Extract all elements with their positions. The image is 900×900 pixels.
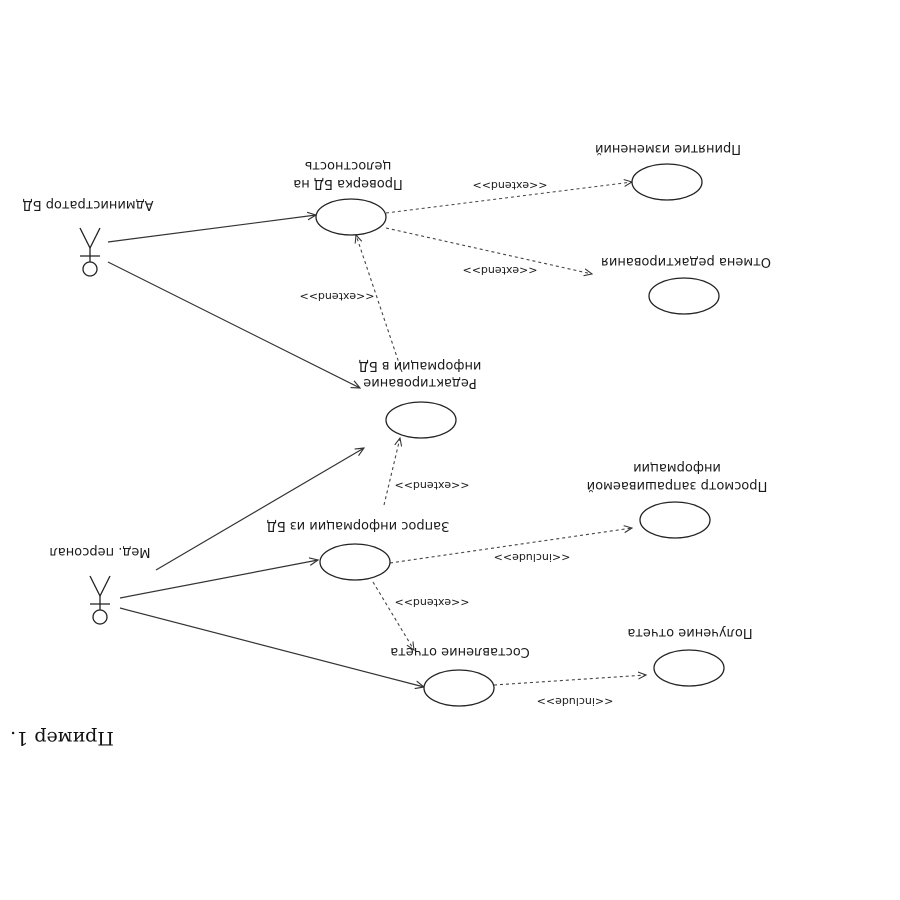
assoc-admin-integrity [107,215,316,243]
dep-request-edit [383,438,400,506]
assoc-staff-request [119,560,318,599]
stereotype-include-get: <<include>> [537,695,614,708]
usecase-view-label-2: информации [633,460,721,475]
usecase-accept-label: Принятие изменений [595,141,741,156]
usecase-request-label: Запрос информации из БД [267,518,450,533]
dep-request-view [389,528,632,564]
usecase-report-label: Составление отчета [390,644,530,659]
usecase-make-report [423,669,495,707]
usecase-request-info [319,543,391,581]
actor-admin-label: Администратор БД [22,197,153,212]
dep-request-report [372,581,414,650]
usecase-integrity-check [315,198,387,236]
usecase-get-report [653,649,725,687]
usecase-accept-changes [631,163,703,201]
stereotype-extend-request-edit: <<extend>> [395,479,470,492]
usecase-edit-label-2: информации в БД [359,358,482,373]
assoc-admin-edit [107,261,360,388]
stereotype-extend-report: <<extend>> [395,596,470,609]
actor-admin-figure [79,227,101,277]
usecase-cancel-label: Отмена редактирования [601,254,771,269]
dep-integrity-cancel [385,227,592,274]
dep-integrity-accept [385,182,632,214]
usecase-integrity-label-2: целостность [305,158,392,173]
usecase-view-requested [639,501,711,539]
stereotype-include-view: <<include>> [494,551,571,564]
dep-edit-integrity [356,235,403,373]
usecase-cancel-edit [648,277,720,315]
actor-staff-figure [89,575,111,625]
usecase-edit-info [385,401,457,439]
stereotype-extend-edit-integrity: <<extend>> [300,290,375,303]
usecase-edit-label-1: Редактирование [363,375,476,390]
assoc-staff-edit [155,448,364,571]
actor-staff-label: Мед. персонал [49,544,150,559]
usecase-view-label-1: Просмотр запрашиваемой [587,478,768,493]
usecase-integrity-label-1: Проверка БД на [293,176,403,191]
stereotype-extend-accept: <<extend>> [473,179,548,192]
assoc-staff-report [119,607,424,687]
figure-caption: Пример 1. [10,727,114,749]
usecase-get-report-label: Получение отчета [627,625,752,640]
stereotype-extend-cancel: <<extend>> [463,264,538,277]
dep-report-get [493,675,646,686]
